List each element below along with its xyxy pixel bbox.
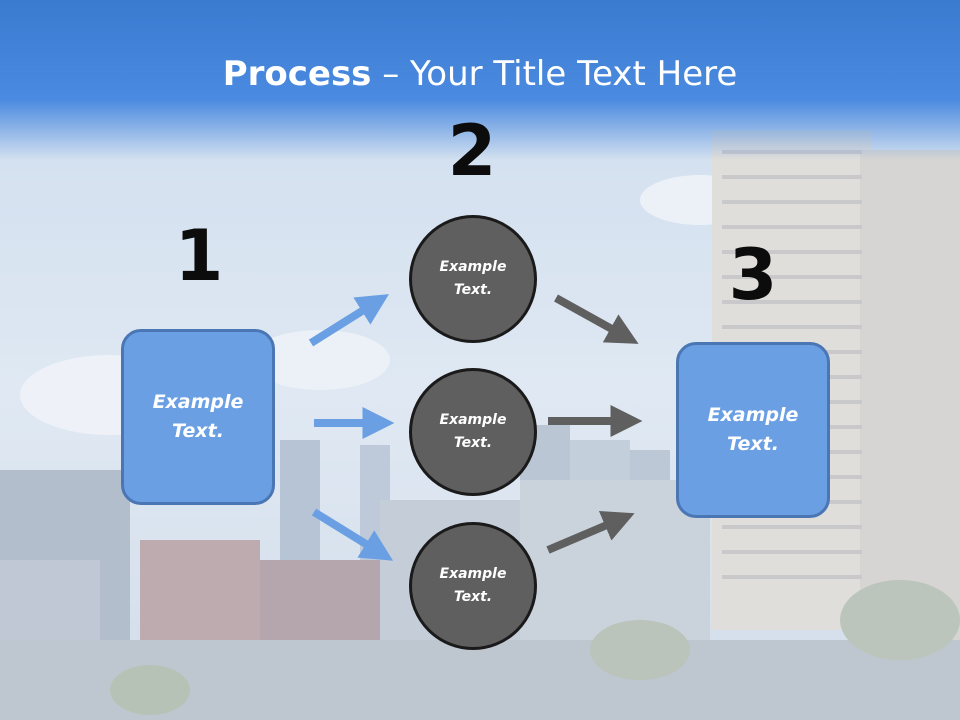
circle-bottom: Example Text. (409, 522, 537, 650)
header-band (0, 0, 960, 160)
arrow-box1-to-circle-bottom (311, 508, 394, 561)
circle-bottom-text: Example Text. (439, 566, 507, 605)
step-3-box: Example Text. (676, 342, 830, 518)
circle-top: Example Text. (409, 215, 537, 343)
circle-middle: Example Text. (409, 368, 537, 496)
step-number-1: 1 (174, 215, 224, 297)
title-bold-part: Process (222, 54, 372, 94)
step-3-box-text: Example Text. (707, 404, 799, 455)
arrow-circle-bottom-to-box3 (546, 511, 635, 554)
step-number-2: 2 (447, 110, 497, 192)
arrow-circle-top-to-box3 (554, 294, 639, 344)
step-number-3: 3 (728, 234, 778, 316)
step-1-box: Example Text. (121, 329, 275, 505)
step-1-box-text: Example Text. (152, 391, 244, 442)
circle-top-text: Example Text. (439, 259, 507, 298)
circle-middle-text: Example Text. (439, 412, 507, 451)
slide-title: Process – Your Title Text Here (0, 52, 960, 96)
arrow-box1-to-circle-top (308, 294, 389, 347)
title-rest-part: – Your Title Text Here (371, 54, 738, 94)
